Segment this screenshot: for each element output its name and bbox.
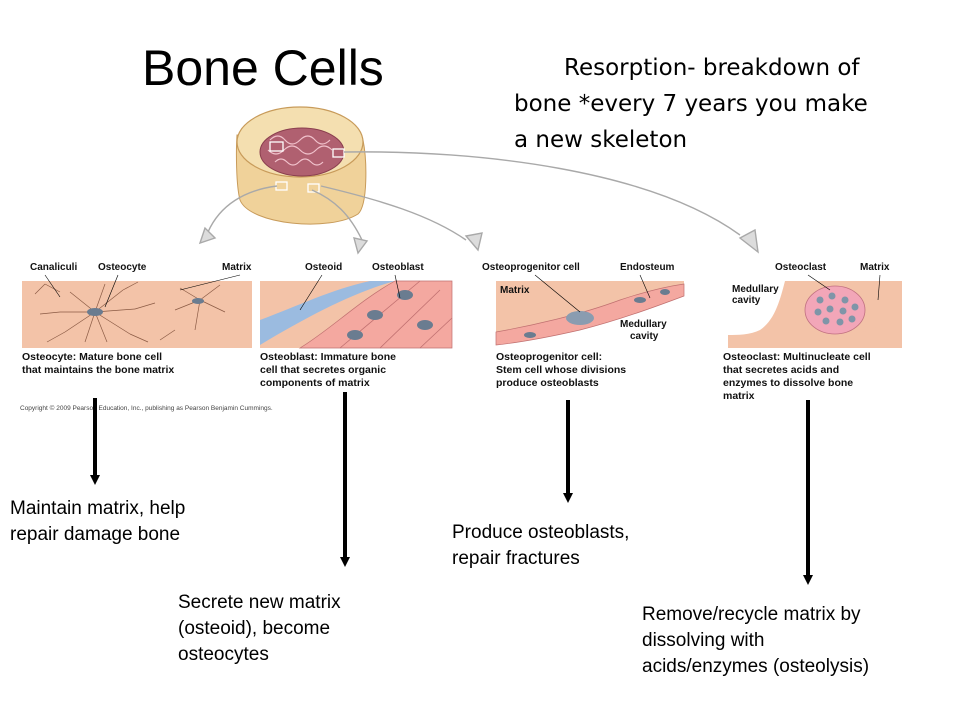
resorption-note: Resorption- breakdown of bone *every 7 y…	[514, 50, 934, 158]
label-medullary-cavity-line-2: cavity	[630, 331, 659, 342]
label-osteoprogenitor-cell: Osteoprogenitor cell	[482, 262, 580, 273]
note-osteoprogenitor-line-1: Produce osteoblasts,	[452, 522, 630, 543]
label-osteocyte: Osteocyte	[98, 262, 147, 273]
label-medullary-cavity-line-1: Medullary	[620, 319, 667, 330]
label-medullary-cavity-right-line-1: Medullary	[732, 284, 779, 295]
grey-pointer-arrows	[198, 151, 759, 255]
note-osteocyte: Maintain matrix, help repair damage bone	[10, 496, 185, 548]
caption-osteocyte-line-2: that maintains the bone matrix	[22, 364, 174, 376]
note-osteoblast-line-2: (osteoid), become	[178, 618, 331, 639]
resorption-line-3: a new skeleton	[514, 127, 688, 153]
note-osteoprogenitor-line-2: repair fractures	[452, 548, 580, 569]
note-osteoclast-line-1: Remove/recycle matrix by	[642, 604, 861, 625]
note-osteoclast-line-3: acids/enzymes (osteolysis)	[642, 656, 870, 677]
slide-title: Bone Cells	[142, 40, 384, 96]
caption-osteoclast-line-3: enzymes to dissolve bone	[723, 377, 853, 389]
note-osteoprogenitor: Produce osteoblasts, repair fractures	[452, 520, 629, 572]
label-matrix-inner: Matrix	[500, 285, 530, 296]
label-osteoclast: Osteoclast	[775, 262, 827, 273]
label-endosteum: Endosteum	[620, 262, 675, 273]
note-osteoclast-line-2: dissolving with	[642, 630, 765, 651]
resorption-line-1: Resorption- breakdown of	[564, 55, 860, 81]
caption-osteoprogenitor-line-2: Stem cell whose divisions	[496, 364, 626, 376]
note-osteocyte-line-2: repair damage bone	[10, 524, 181, 545]
label-osteoblast: Osteoblast	[372, 262, 424, 273]
caption-osteoprogenitor-line-3: produce osteoblasts	[496, 377, 599, 389]
caption-osteoblast-line-1: Osteoblast: Immature bone	[260, 351, 396, 363]
panel-osteoblast	[260, 274, 453, 349]
note-osteoblast-line-3: osteocytes	[178, 644, 269, 665]
caption-osteoclast-line-2: that secretes acids and	[723, 364, 839, 376]
label-canaliculi: Canaliculi	[30, 262, 77, 273]
panel-osteoclast: Medullary cavity	[728, 274, 902, 348]
resorption-line-2: bone *every 7 years you make	[514, 91, 868, 117]
panel-osteoprogenitor: Matrix Medullary cavity	[495, 274, 685, 348]
note-osteoclast: Remove/recycle matrix by dissolving with…	[642, 602, 869, 680]
label-matrix-top: Matrix	[222, 262, 252, 273]
note-osteoblast-line-1: Secrete new matrix	[178, 592, 341, 613]
label-osteoid: Osteoid	[305, 262, 342, 273]
caption-osteoclast-line-4: matrix	[723, 390, 755, 402]
black-down-arrows	[90, 392, 813, 585]
label-matrix-right: Matrix	[860, 262, 890, 273]
label-medullary-cavity-right-line-2: cavity	[732, 295, 761, 306]
caption-osteoprogenitor-line-1: Osteoprogenitor cell:	[496, 351, 602, 363]
panel-osteocyte	[22, 274, 252, 348]
caption-osteocyte-line-1: Osteocyte: Mature bone cell	[22, 351, 162, 363]
bone-cross-section-illustration	[235, 106, 367, 225]
caption-osteoblast-line-3: components of matrix	[260, 377, 370, 389]
note-osteocyte-line-1: Maintain matrix, help	[10, 498, 186, 519]
note-osteoblast: Secrete new matrix (osteoid), become ost…	[178, 590, 341, 668]
caption-osteoclast-line-1: Osteoclast: Multinucleate cell	[723, 351, 871, 363]
copyright-notice: Copyright © 2009 Pearson Education, Inc.…	[20, 404, 273, 412]
caption-osteoblast-line-2: cell that secretes organic	[260, 364, 386, 376]
